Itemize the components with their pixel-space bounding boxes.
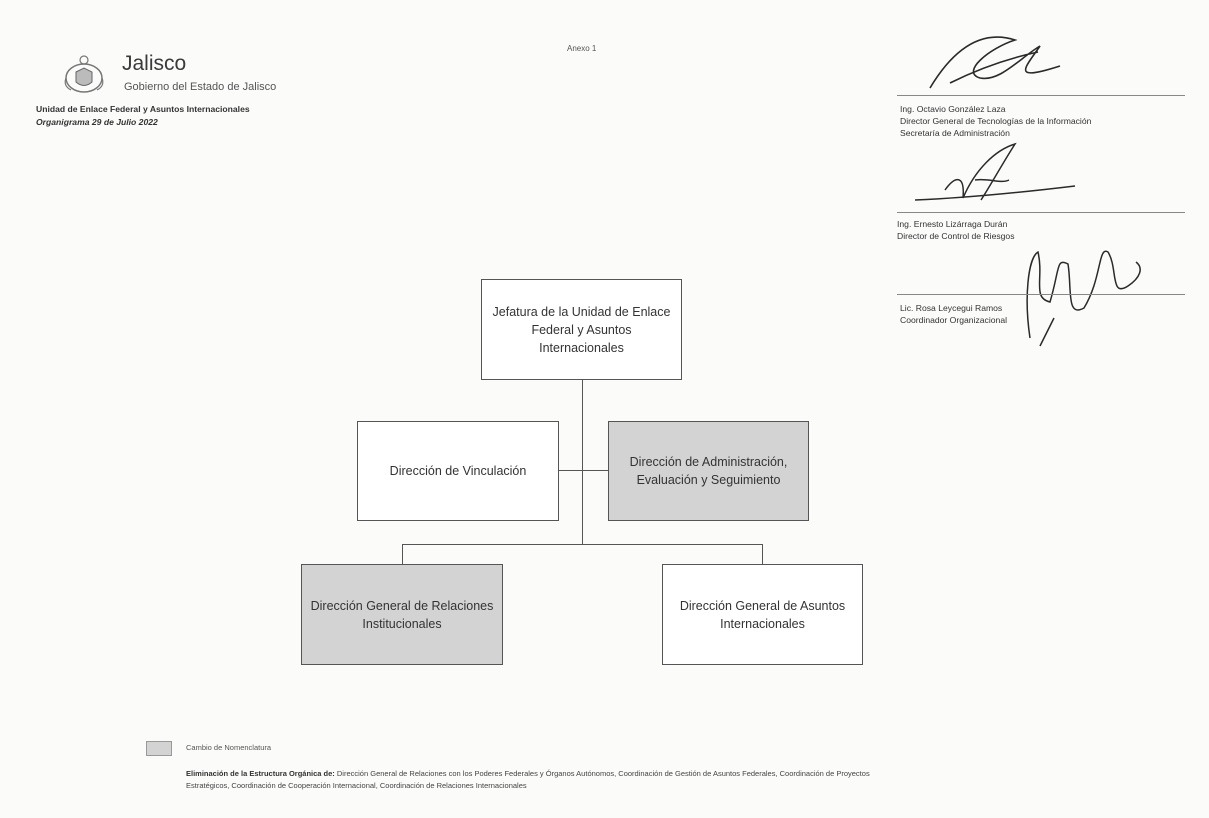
signatory-1-department: Secretaría de Administración — [900, 128, 1010, 138]
signatory-1-title: Director General de Tecnologías de la In… — [900, 116, 1092, 126]
signature-line-1 — [897, 95, 1185, 96]
signature-line-2 — [897, 212, 1185, 213]
elimination-heading: Eliminación de la Estructura Orgánica de… — [186, 769, 335, 778]
connector-bottom-left — [402, 544, 403, 564]
signatory-2: Ing. Ernesto Lizárraga Durán Director de… — [897, 218, 1015, 242]
legend-swatch — [146, 741, 172, 756]
org-box-relaciones-institucionales: Dirección General de Relaciones Instituc… — [301, 564, 503, 665]
connector-head-trunk — [582, 380, 583, 544]
org-box-administracion: Dirección de Administración, Evaluación … — [608, 421, 809, 521]
signatory-3-name: Lic. Rosa Leycegui Ramos — [900, 303, 1003, 313]
organigram-date: Organigrama 29 de Julio 2022 — [36, 117, 158, 127]
signature-2 — [914, 142, 1076, 201]
org-box-head: Jefatura de la Unidad de Enlace Federal … — [481, 279, 682, 380]
elimination-text: Dirección General de Relaciones con los … — [186, 769, 870, 790]
signature-1 — [929, 36, 1061, 89]
signatory-1: Ing. Octavio González Laza Director Gene… — [900, 103, 1091, 139]
unit-name: Unidad de Enlace Federal y Asuntos Inter… — [36, 104, 250, 114]
coat-of-arms-logo — [64, 55, 104, 93]
brand-name: Jalisco — [122, 52, 187, 75]
annex-label: Anexo 1 — [567, 44, 597, 53]
connector-staff-line — [559, 470, 608, 471]
signatory-1-name: Ing. Octavio González Laza — [900, 104, 1006, 114]
connector-bottom-bar — [402, 544, 763, 545]
signatory-2-name: Ing. Ernesto Lizárraga Durán — [897, 219, 1008, 229]
connector-bottom-right — [762, 544, 763, 564]
org-box-vinculacion: Dirección de Vinculación — [357, 421, 559, 521]
brand-subtitle: Gobierno del Estado de Jalisco — [124, 81, 277, 93]
org-box-head-label: Jefatura de la Unidad de Enlace Federal … — [492, 304, 671, 355]
org-box-relaciones-institucionales-label: Dirección General de Relaciones Instituc… — [310, 598, 494, 631]
elimination-note: Eliminación de la Estructura Orgánica de… — [186, 768, 906, 792]
signature-line-3 — [897, 294, 1185, 295]
legend-label: Cambio de Nomenclatura — [186, 743, 272, 752]
org-box-vinculacion-label: Dirección de Vinculación — [389, 464, 527, 478]
signatory-2-title: Director de Control de Riesgos — [897, 231, 1015, 241]
signatory-3: Lic. Rosa Leycegui Ramos Coordinador Org… — [900, 302, 1007, 326]
org-box-asuntos-internacionales: Dirección General de Asuntos Internacion… — [662, 564, 863, 665]
signature-3 — [1026, 250, 1141, 347]
org-box-asuntos-internacionales-label: Dirección General de Asuntos Internacion… — [679, 598, 846, 631]
org-box-administracion-label: Dirección de Administración, Evaluación … — [629, 455, 788, 487]
signatory-3-title: Coordinador Organizacional — [900, 315, 1008, 325]
